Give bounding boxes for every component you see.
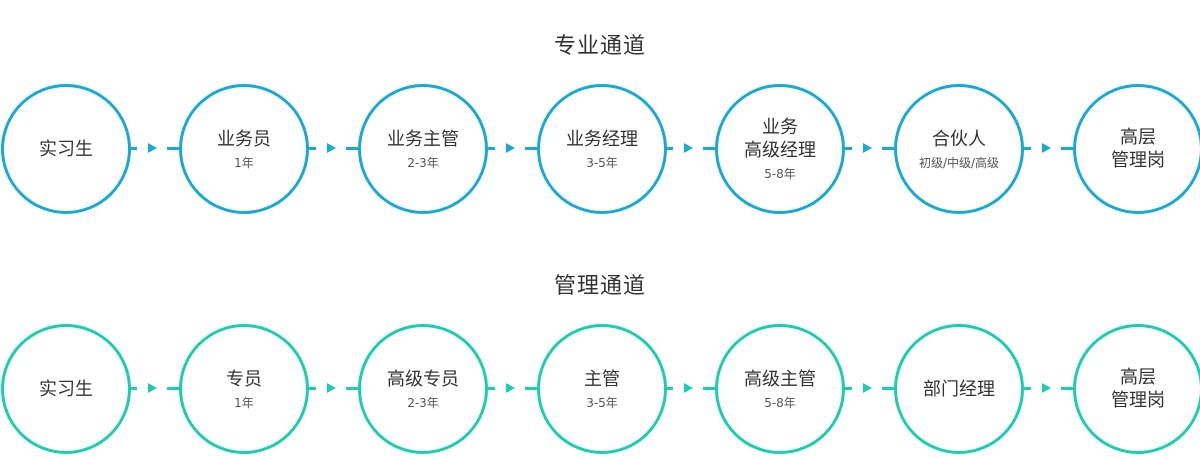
stage-label: 业务员 (217, 128, 271, 150)
arrow-right-icon (1042, 143, 1051, 153)
management-stage-executive: 高层 管理岗 (1073, 324, 1200, 454)
management-stage-senior-specialist: 高级专员 2-3年 (358, 324, 488, 454)
stage-label: 业务主管 (387, 128, 459, 150)
stage-duration: 初级/中级/高级 (918, 155, 1000, 170)
management-stage-intern: 实习生 (1, 324, 131, 454)
stage-duration: 2-3年 (407, 395, 439, 410)
management-stage-senior-supervisor: 高级主管 5-8年 (715, 324, 845, 454)
arrow-right-icon (148, 143, 157, 153)
stage-label: 部门经理 (923, 378, 995, 400)
professional-stage-salesperson: 业务员 1年 (179, 84, 309, 214)
stage-label: 高级主管 (744, 368, 816, 390)
management-track-row: 实习生 专员 1年 高级专员 2-3年 主管 3-5年 高级主管 5-8年 部门… (0, 318, 1200, 458)
stage-duration: 5-8年 (764, 395, 796, 410)
stage-label: 高级专员 (387, 368, 459, 390)
professional-stage-partner: 合伙人 初级/中级/高级 (894, 84, 1024, 214)
arrow-right-icon (327, 383, 336, 393)
stage-label: 实习生 (39, 378, 93, 400)
management-stage-supervisor: 主管 3-5年 (537, 324, 667, 454)
arrow-right-icon (327, 143, 336, 153)
arrow-right-icon (148, 383, 157, 393)
management-track-title: 管理通道 (553, 274, 646, 299)
professional-stage-executive: 高层 管理岗 (1073, 84, 1200, 214)
stage-label: 实习生 (39, 138, 93, 160)
management-stage-department-manager: 部门经理 (894, 324, 1024, 454)
management-stage-specialist: 专员 1年 (179, 324, 309, 454)
professional-track-row: 实习生 业务员 1年 业务主管 2-3年 业务经理 3-5年 业务 高级经理 5… (0, 78, 1200, 218)
stage-duration: 3-5年 (586, 395, 618, 410)
arrow-right-icon (863, 143, 872, 153)
stage-duration: 1年 (234, 155, 254, 170)
stage-label: 高层 管理岗 (1111, 367, 1165, 411)
professional-track-title: 专业通道 (553, 34, 646, 59)
professional-stage-intern: 实习生 (1, 84, 131, 214)
stage-label: 合伙人 (932, 128, 986, 150)
arrow-right-icon (684, 383, 693, 393)
professional-stage-senior-sales-manager: 业务 高级经理 5-8年 (715, 84, 845, 214)
professional-stage-sales-manager: 业务经理 3-5年 (537, 84, 667, 214)
arrow-right-icon (506, 383, 515, 393)
arrow-right-icon (863, 383, 872, 393)
stage-duration: 1年 (234, 395, 254, 410)
stage-label: 业务经理 (566, 128, 638, 150)
stage-duration: 5-8年 (764, 167, 796, 181)
arrow-right-icon (684, 143, 693, 153)
stage-label: 主管 (584, 368, 620, 390)
stage-duration: 3-5年 (586, 155, 618, 170)
stage-label: 业务 高级经理 (744, 117, 816, 161)
stage-label: 高层 管理岗 (1111, 127, 1165, 171)
professional-stage-sales-supervisor: 业务主管 2-3年 (358, 84, 488, 214)
arrow-right-icon (506, 143, 515, 153)
stage-label: 专员 (226, 368, 262, 390)
arrow-right-icon (1042, 383, 1051, 393)
stage-duration: 2-3年 (407, 155, 439, 170)
